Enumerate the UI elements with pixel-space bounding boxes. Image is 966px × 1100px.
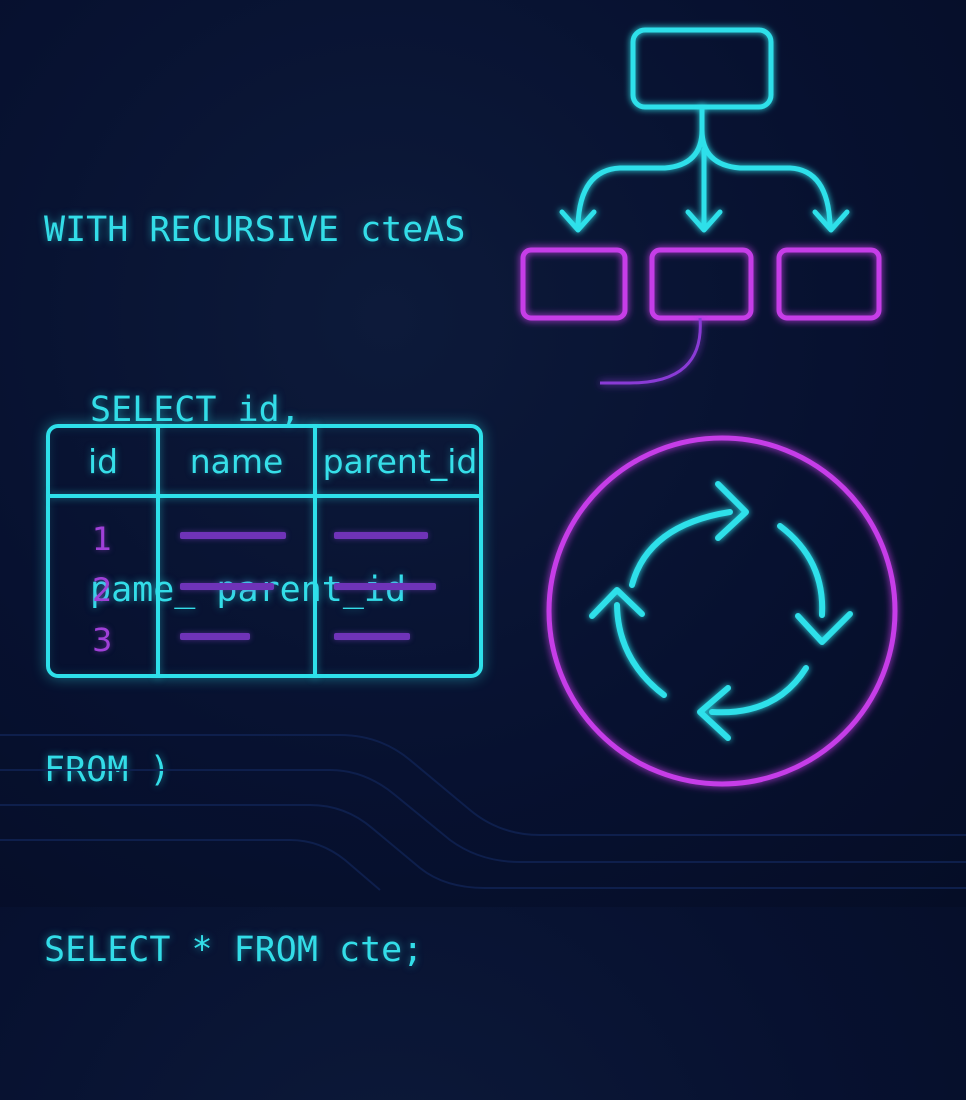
code-line-2: SELECT id, (90, 390, 301, 430)
table-header-divider (50, 494, 479, 498)
name-placeholder-bar (180, 633, 250, 640)
graphics-layer (0, 27, 966, 891)
table-cell-id: 1 (92, 520, 113, 558)
code-line-1: WITH RECURSIVE cteAS (44, 210, 466, 250)
table-header-id: id (87, 442, 119, 481)
table-cell-id: 2 (92, 571, 113, 609)
code-line-3: pame_ parent_id (90, 570, 407, 610)
table-cell-id: 3 (92, 621, 113, 659)
table-column-divider (156, 424, 160, 678)
illustration: WITH RECURSIVE cteAS SELECT id, pame_ pa… (0, 27, 966, 970)
parent-id-placeholder-bar (334, 532, 428, 539)
parent-id-placeholder-bar (334, 633, 410, 640)
parent-id-placeholder-bar (334, 583, 436, 590)
background-circuit-lines (0, 734, 966, 891)
table-column-divider (313, 424, 317, 678)
name-placeholder-bar (180, 583, 274, 590)
table-header-parent-id: parent_id (322, 442, 478, 481)
recursion-cycle-icon (546, 435, 898, 787)
name-placeholder-bar (180, 532, 286, 539)
code-line-5: SELECT * FROM cte; (44, 930, 424, 970)
result-table: id name parent_id 1 2 3 (46, 424, 483, 678)
tree-hierarchy-icon (520, 27, 882, 385)
table-header-name: name (189, 442, 284, 481)
